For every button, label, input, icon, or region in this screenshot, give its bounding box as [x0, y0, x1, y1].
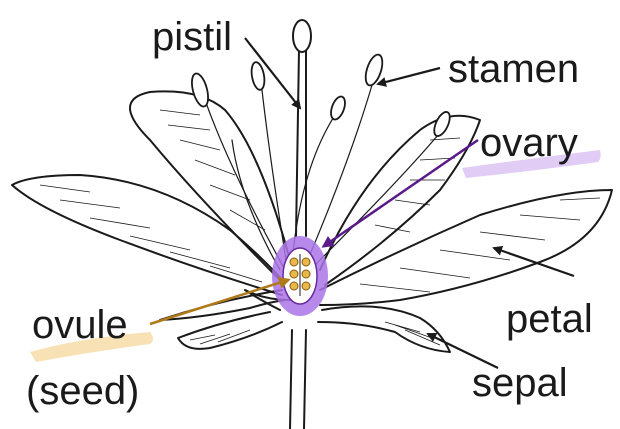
petal-front-left	[12, 175, 285, 320]
pistil	[293, 20, 311, 236]
ovary-label: ovary	[480, 121, 578, 165]
sepal-right	[318, 306, 450, 352]
stamen-label: stamen	[448, 47, 579, 91]
ovule-label: ovule	[32, 303, 128, 347]
petal-back-right	[320, 116, 480, 285]
pistil-label: pistil	[152, 15, 232, 59]
ovule-arrow	[150, 280, 288, 324]
ovules	[290, 254, 310, 296]
petal-front-right	[320, 190, 612, 305]
stamen-arrow	[378, 68, 440, 84]
seed-label: (seed)	[26, 369, 139, 413]
stamens	[189, 53, 453, 270]
sepal-label: sepal	[472, 361, 568, 405]
stem	[290, 330, 306, 429]
petal-label: petal	[506, 297, 593, 341]
